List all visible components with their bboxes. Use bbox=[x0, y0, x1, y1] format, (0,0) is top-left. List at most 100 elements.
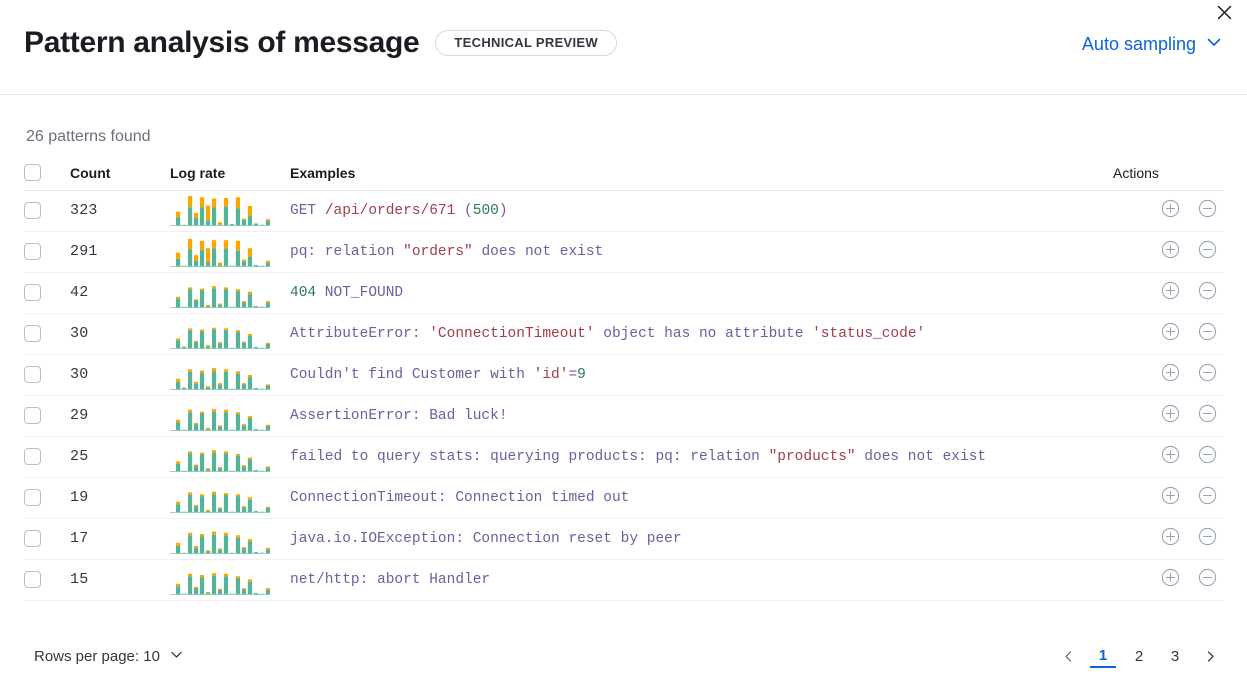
row-actions-cell bbox=[1113, 190, 1223, 232]
row-checkbox[interactable] bbox=[24, 571, 41, 589]
plus-in-circle-icon[interactable] bbox=[1161, 404, 1180, 428]
minus-in-circle-icon[interactable] bbox=[1198, 404, 1217, 428]
row-actions-cell bbox=[1113, 354, 1223, 396]
row-select-cell bbox=[24, 354, 70, 396]
row-log-rate-sparkline bbox=[170, 190, 290, 232]
row-example: ConnectionTimeout: Connection timed out bbox=[290, 477, 1113, 519]
row-count: 42 bbox=[70, 272, 170, 314]
row-actions-cell bbox=[1113, 477, 1223, 519]
row-example: AssertionError: Bad luck! bbox=[290, 395, 1113, 437]
row-example: 404 NOT_FOUND bbox=[290, 272, 1113, 314]
row-log-rate-sparkline bbox=[170, 395, 290, 437]
table-row[interactable]: 29 AssertionError: Bad luck! bbox=[24, 395, 1223, 437]
row-count: 29 bbox=[70, 395, 170, 437]
plus-in-circle-icon[interactable] bbox=[1161, 240, 1180, 264]
select-all-checkbox[interactable] bbox=[24, 163, 41, 181]
row-count: 323 bbox=[70, 190, 170, 232]
row-count: 25 bbox=[70, 436, 170, 478]
table-header: Count Log rate Examples Actions bbox=[24, 163, 1223, 191]
plus-in-circle-icon[interactable] bbox=[1161, 527, 1180, 551]
row-log-rate-sparkline bbox=[170, 518, 290, 560]
minus-in-circle-icon[interactable] bbox=[1198, 240, 1217, 264]
plus-in-circle-icon[interactable] bbox=[1161, 486, 1180, 510]
row-count: 30 bbox=[70, 354, 170, 396]
row-log-rate-sparkline bbox=[170, 313, 290, 355]
pagination-previous-button[interactable] bbox=[1055, 643, 1081, 669]
row-select-cell bbox=[24, 190, 70, 232]
auto-sampling-button[interactable]: Auto sampling bbox=[1082, 31, 1223, 56]
plus-in-circle-icon[interactable] bbox=[1161, 445, 1180, 469]
row-checkbox[interactable] bbox=[24, 407, 41, 425]
column-header-log-rate[interactable]: Log rate bbox=[170, 163, 290, 191]
row-actions-cell bbox=[1113, 231, 1223, 273]
minus-in-circle-icon[interactable] bbox=[1198, 199, 1217, 223]
row-checkbox[interactable] bbox=[24, 530, 41, 548]
row-checkbox[interactable] bbox=[24, 366, 41, 384]
minus-in-circle-icon[interactable] bbox=[1198, 486, 1217, 510]
row-actions-cell bbox=[1113, 313, 1223, 355]
row-log-rate-sparkline bbox=[170, 272, 290, 314]
row-example: AttributeError: 'ConnectionTimeout' obje… bbox=[290, 313, 1113, 355]
minus-in-circle-icon[interactable] bbox=[1198, 363, 1217, 387]
column-header-count[interactable]: Count bbox=[70, 163, 170, 191]
table-row[interactable]: 30 Couldn't find Customer with 'id'=9 bbox=[24, 354, 1223, 396]
minus-in-circle-icon[interactable] bbox=[1198, 568, 1217, 592]
pagination-page-2[interactable]: 2 bbox=[1134, 647, 1144, 665]
plus-in-circle-icon[interactable] bbox=[1161, 322, 1180, 346]
row-count: 30 bbox=[70, 313, 170, 355]
rows-per-page-button[interactable]: Rows per page: 10 bbox=[34, 647, 184, 666]
panel-body: 26 patterns found Count Log rate Example… bbox=[0, 95, 1247, 601]
row-select-cell bbox=[24, 395, 70, 437]
row-log-rate-sparkline bbox=[170, 559, 290, 601]
row-select-cell bbox=[24, 436, 70, 478]
row-select-cell bbox=[24, 518, 70, 560]
row-example: Couldn't find Customer with 'id'=9 bbox=[290, 354, 1113, 396]
table-row[interactable]: 30 AttributeError: 'ConnectionTimeout' ob… bbox=[24, 313, 1223, 355]
pagination-next-button[interactable] bbox=[1197, 643, 1223, 669]
row-count: 17 bbox=[70, 518, 170, 560]
plus-in-circle-icon[interactable] bbox=[1161, 199, 1180, 223]
close-button[interactable] bbox=[1211, 2, 1237, 28]
page-title: Pattern analysis of message bbox=[24, 26, 420, 59]
row-checkbox[interactable] bbox=[24, 243, 41, 261]
chevron-down-icon bbox=[169, 647, 184, 666]
minus-in-circle-icon[interactable] bbox=[1198, 281, 1217, 305]
row-checkbox[interactable] bbox=[24, 284, 41, 302]
table-row[interactable]: 42 404 NOT_FOUND bbox=[24, 272, 1223, 314]
row-select-cell bbox=[24, 477, 70, 519]
plus-in-circle-icon[interactable] bbox=[1161, 281, 1180, 305]
pagination-page-3[interactable]: 3 bbox=[1170, 647, 1180, 665]
select-all-header bbox=[24, 163, 70, 191]
row-checkbox[interactable] bbox=[24, 325, 41, 343]
chevron-down-icon bbox=[1205, 33, 1223, 56]
plus-in-circle-icon[interactable] bbox=[1161, 363, 1180, 387]
row-log-rate-sparkline bbox=[170, 354, 290, 396]
plus-in-circle-icon[interactable] bbox=[1161, 568, 1180, 592]
minus-in-circle-icon[interactable] bbox=[1198, 527, 1217, 551]
row-log-rate-sparkline bbox=[170, 231, 290, 273]
row-example: pq: relation "orders" does not exist bbox=[290, 231, 1113, 273]
minus-in-circle-icon[interactable] bbox=[1198, 445, 1217, 469]
rows-per-page-label: Rows per page: 10 bbox=[34, 647, 160, 665]
row-select-cell bbox=[24, 272, 70, 314]
row-checkbox[interactable] bbox=[24, 202, 41, 220]
row-count: 15 bbox=[70, 559, 170, 601]
row-checkbox[interactable] bbox=[24, 448, 41, 466]
minus-in-circle-icon[interactable] bbox=[1198, 322, 1217, 346]
column-header-actions: Actions bbox=[1113, 163, 1223, 191]
row-select-cell bbox=[24, 559, 70, 601]
row-checkbox[interactable] bbox=[24, 489, 41, 507]
pagination-page-1[interactable]: 1 bbox=[1090, 644, 1116, 668]
close-icon bbox=[1217, 5, 1232, 25]
column-header-examples[interactable]: Examples bbox=[290, 163, 1113, 191]
